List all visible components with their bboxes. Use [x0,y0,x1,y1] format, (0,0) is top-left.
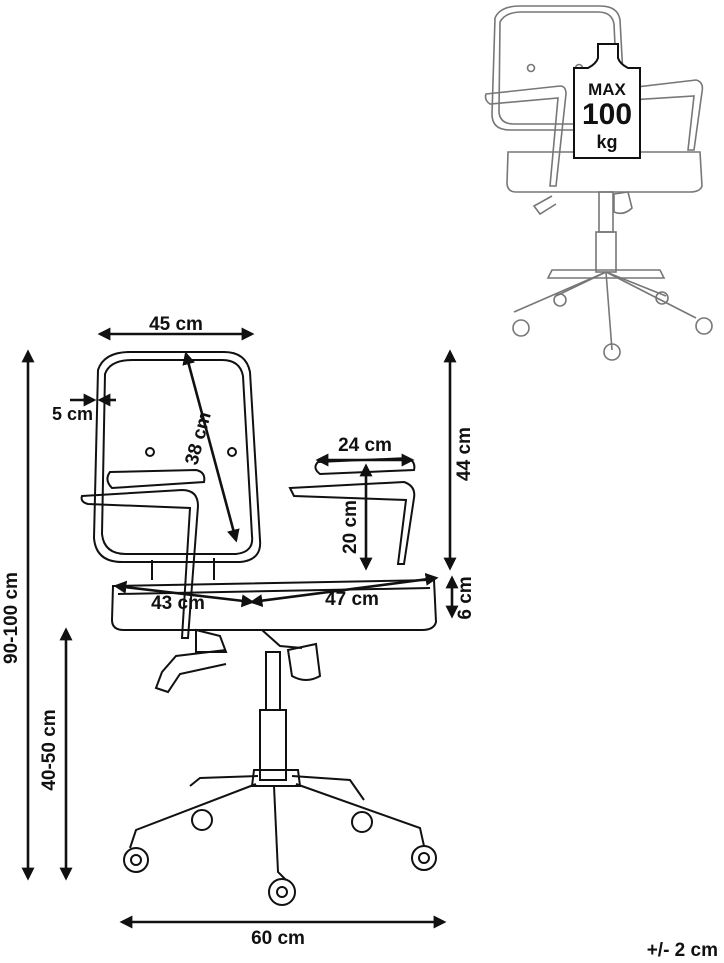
label-seat-width: 47 cm [325,589,379,610]
label-seat-height: 40-50 cm [39,709,60,790]
dimension-lines [21,327,459,929]
label-back-height: 44 cm [454,427,475,481]
dim-backrest-height-arrow [182,351,240,543]
main-chair [80,351,438,906]
thumbnail-chair [484,5,713,361]
badge-value: 100 [582,98,632,131]
label-seat-thickness: 6 cm [455,576,476,619]
label-backrest-padding: 5 cm [52,404,93,424]
badge-unit: kg [596,132,617,152]
weight-badge: MAX 100 kg [573,43,641,159]
label-tolerance: +/- 2 cm [647,940,718,961]
label-armrest-length: 24 cm [338,435,392,456]
label-base-width: 60 cm [251,928,305,949]
label-backrest-height: 38 cm [182,410,216,467]
label-total-height: 90-100 cm [1,572,22,664]
label-backrest-width: 45 cm [149,314,203,335]
dim-seat-width-arrow [249,572,439,608]
badge-max: MAX [588,80,626,99]
label-seat-depth: 43 cm [151,593,205,614]
label-armrest-height: 20 cm [340,500,361,554]
dim-seat-depth-arrow [113,580,255,608]
